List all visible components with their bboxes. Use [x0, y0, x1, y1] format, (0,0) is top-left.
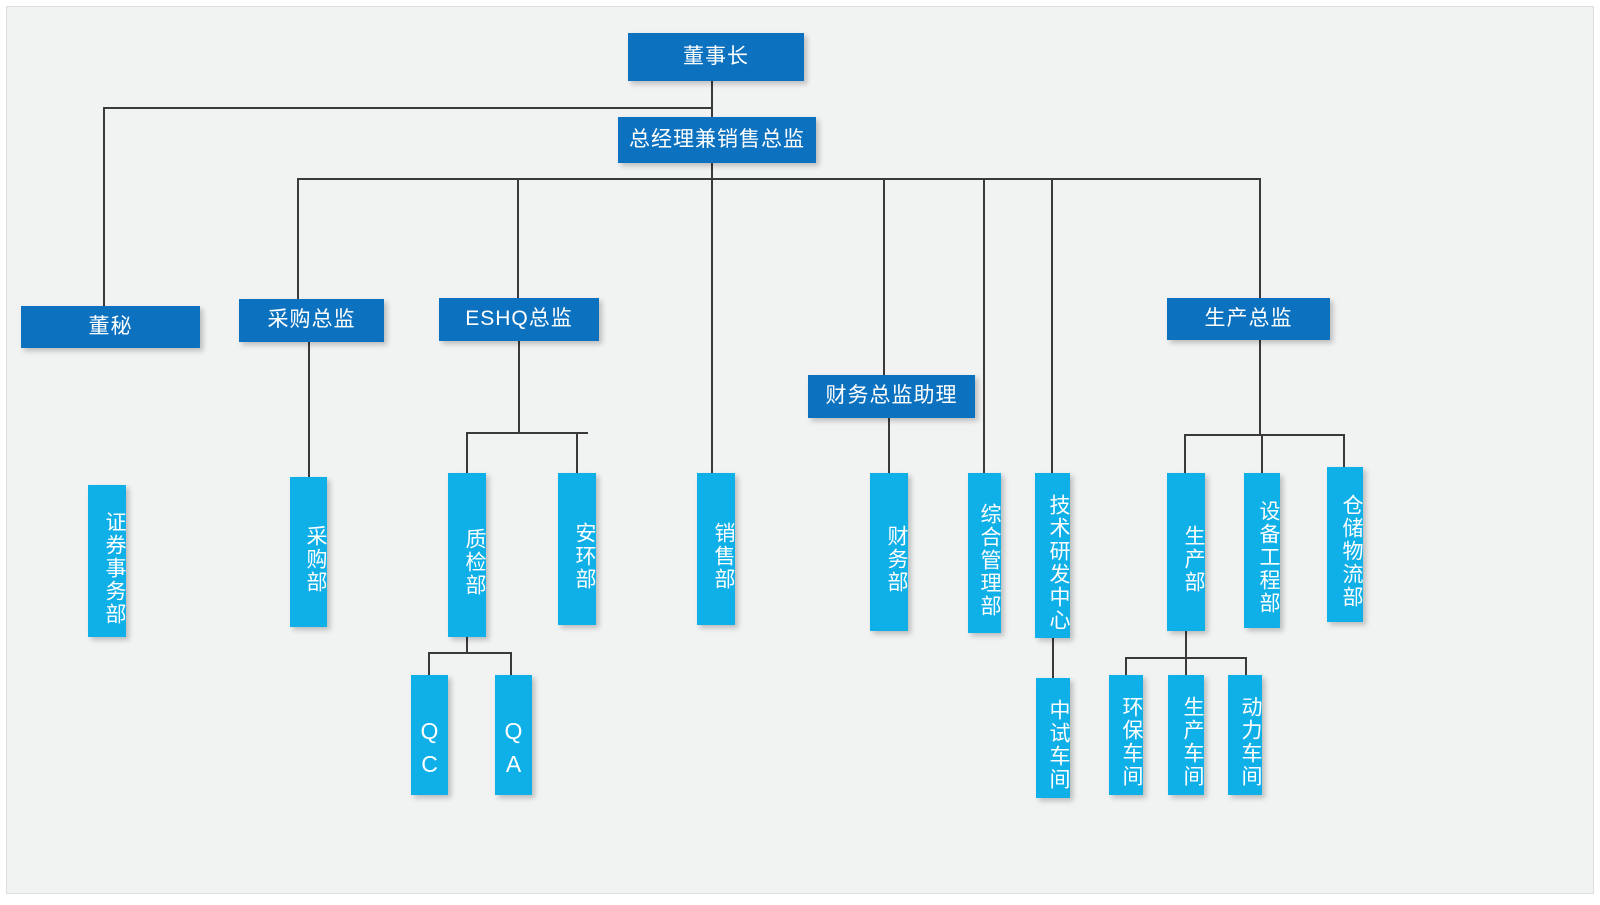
- node-environmental-workshop[interactable]: 环保车间: [1109, 675, 1143, 795]
- connector-finasst-findept: [888, 418, 890, 473]
- connector-proddept-to-envshop: [1125, 657, 1127, 675]
- connector-proddir-to-equip: [1261, 434, 1263, 473]
- node-administration-dept[interactable]: 综合管理部: [968, 473, 1001, 633]
- connector-chairman-boardsec-h: [103, 107, 713, 109]
- connector-proddir-to-warehouse: [1343, 434, 1345, 467]
- connector-proddept-to-powershop: [1245, 657, 1247, 675]
- stacked-char: Q: [504, 718, 523, 744]
- connector-qcdept-bus: [428, 652, 512, 654]
- connector-purchdir-purchdept: [308, 342, 310, 477]
- node-board-secretary[interactable]: 董秘: [21, 306, 200, 348]
- connector-gm-stem: [711, 157, 713, 184]
- node-equipment-engineering-dept[interactable]: 设备工程部: [1244, 473, 1280, 628]
- node-purchasing-director[interactable]: 采购总监: [239, 299, 384, 342]
- connector-qcdept-to-qc: [428, 652, 430, 675]
- node-eshq-director[interactable]: ESHQ总监: [439, 298, 599, 341]
- node-general-manager[interactable]: 总经理兼销售总监: [618, 117, 816, 163]
- node-safety-environment-dept[interactable]: 安环部: [558, 473, 596, 625]
- connector-proddir-bus: [1184, 434, 1344, 436]
- connector-drop-admin: [983, 178, 985, 473]
- connector-drop-prod-dir: [1259, 178, 1261, 298]
- connector-eshq-bus: [466, 432, 588, 434]
- connector-drop-sales: [711, 178, 713, 473]
- connector-drop-fin-asst: [883, 178, 885, 375]
- node-finance-dept[interactable]: 财务部: [870, 473, 908, 631]
- connector-gm-bus: [297, 178, 1259, 180]
- connector-proddir-stem: [1259, 340, 1261, 436]
- connector-proddept-to-prodshop: [1185, 657, 1187, 675]
- connector-eshq-to-qcdept: [466, 432, 468, 473]
- connector-proddir-to-proddept: [1184, 434, 1186, 473]
- stacked-char: C: [421, 751, 438, 778]
- connector-eshq-stem: [518, 341, 520, 434]
- connector-qcdept-to-qa: [510, 652, 512, 675]
- connector-proddept-stem: [1185, 631, 1187, 659]
- connector-qcdept-stem: [466, 637, 468, 654]
- stacked-char: Q: [420, 718, 439, 744]
- node-warehouse-logistics-dept[interactable]: 仓储物流部: [1327, 467, 1363, 622]
- connector-drop-purch-dir: [297, 178, 299, 299]
- connector-boardsec-drop: [103, 107, 105, 306]
- node-purchasing-dept[interactable]: 采购部: [290, 477, 327, 627]
- connector-rnd-pilot: [1052, 638, 1054, 678]
- node-production-dept[interactable]: 生产部: [1167, 473, 1205, 631]
- node-chairman[interactable]: 董事长: [628, 33, 804, 81]
- connector-chairman-gm: [711, 75, 713, 123]
- stacked-char: A: [505, 751, 522, 778]
- node-pilot-workshop[interactable]: 中试车间: [1036, 678, 1070, 798]
- node-power-workshop[interactable]: 动力车间: [1228, 675, 1262, 795]
- node-production-workshop[interactable]: 生产车间: [1168, 675, 1204, 795]
- node-finance-director-assistant[interactable]: 财务总监助理: [808, 375, 975, 418]
- node-securities-affairs-dept[interactable]: 证券事务部: [88, 485, 126, 637]
- node-quality-inspection-dept[interactable]: 质检部: [448, 473, 486, 637]
- connector-drop-eshq-dir: [517, 178, 519, 298]
- connector-eshq-to-safety: [576, 432, 578, 473]
- node-rnd-center[interactable]: 技术研发中心: [1035, 473, 1070, 638]
- org-chart-canvas: 董事长 总经理兼销售总监 董秘 采购总监 ESHQ总监 财务总监助理 生产总监 …: [6, 6, 1594, 894]
- node-production-director[interactable]: 生产总监: [1167, 298, 1330, 340]
- connector-drop-rnd: [1051, 178, 1053, 473]
- node-sales-dept[interactable]: 销售部: [697, 473, 735, 625]
